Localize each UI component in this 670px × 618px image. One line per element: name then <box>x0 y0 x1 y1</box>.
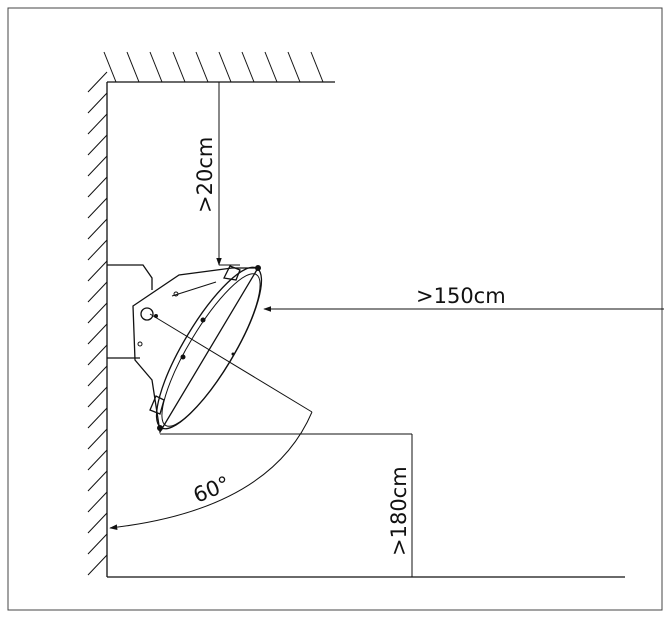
wall-hatch-mark <box>87 134 108 156</box>
ceiling-hatch-mark <box>310 51 324 83</box>
ceiling-hatch-mark <box>149 51 163 83</box>
ceiling-hatch-mark <box>287 51 301 83</box>
ceiling-hatch-mark <box>264 51 278 83</box>
floor-height-dimension: >180cm <box>160 433 413 578</box>
wall-hatch-mark <box>87 512 108 534</box>
wall-bracket <box>107 264 153 359</box>
ceiling-hatch-mark <box>218 51 232 83</box>
wall-hatch-mark <box>87 491 108 513</box>
wall-hatch-mark <box>87 449 108 471</box>
ceiling-hatch-mark <box>103 51 117 83</box>
wall-hatch-mark <box>87 533 108 555</box>
wall-hatch-mark <box>87 155 108 177</box>
wall-hatch-mark <box>87 365 108 387</box>
ceiling <box>103 51 335 83</box>
pivot-mount <box>140 307 158 321</box>
front-clearance-label: >150cm <box>416 284 506 308</box>
reflector-dish <box>155 265 263 431</box>
wall-hatch-mark <box>87 239 108 261</box>
wall-hatch-mark <box>87 428 108 450</box>
wall-hatch-mark <box>87 554 108 576</box>
wall-hatch-mark <box>87 197 108 219</box>
wall-hatch-mark <box>87 470 108 492</box>
wall-hatch-mark <box>87 323 108 345</box>
angle-arc <box>109 411 313 530</box>
wall-hatch-mark <box>87 344 108 366</box>
wall-hatch-mark <box>87 407 108 429</box>
ceiling-hatch-mark <box>241 51 255 83</box>
ceiling-clearance-label: >20cm <box>193 137 217 213</box>
ceiling-hatch-mark <box>126 51 140 83</box>
wall <box>87 71 108 577</box>
front-clearance-dimension: >150cm <box>263 284 664 312</box>
ceiling-hatch-mark <box>195 51 209 83</box>
wall-hatch-mark <box>87 302 108 324</box>
ceiling-clearance-dimension: >20cm <box>193 82 240 266</box>
heating-axis-line <box>149 313 313 413</box>
ceiling-hatch-mark <box>172 51 186 83</box>
wall-hatch-mark <box>87 218 108 240</box>
wall-hatch-mark <box>87 281 108 303</box>
wall-hatch-mark <box>87 71 108 93</box>
wall-hatch-mark <box>87 176 108 198</box>
wall-hatch-mark <box>87 92 108 114</box>
heater-body <box>132 265 260 434</box>
wall-hatch-mark <box>87 260 108 282</box>
angle-label: 60° <box>190 471 234 507</box>
floor-height-label: >180cm <box>387 466 411 556</box>
wall-hatch-mark <box>87 386 108 408</box>
wall-hatch-mark <box>87 113 108 135</box>
